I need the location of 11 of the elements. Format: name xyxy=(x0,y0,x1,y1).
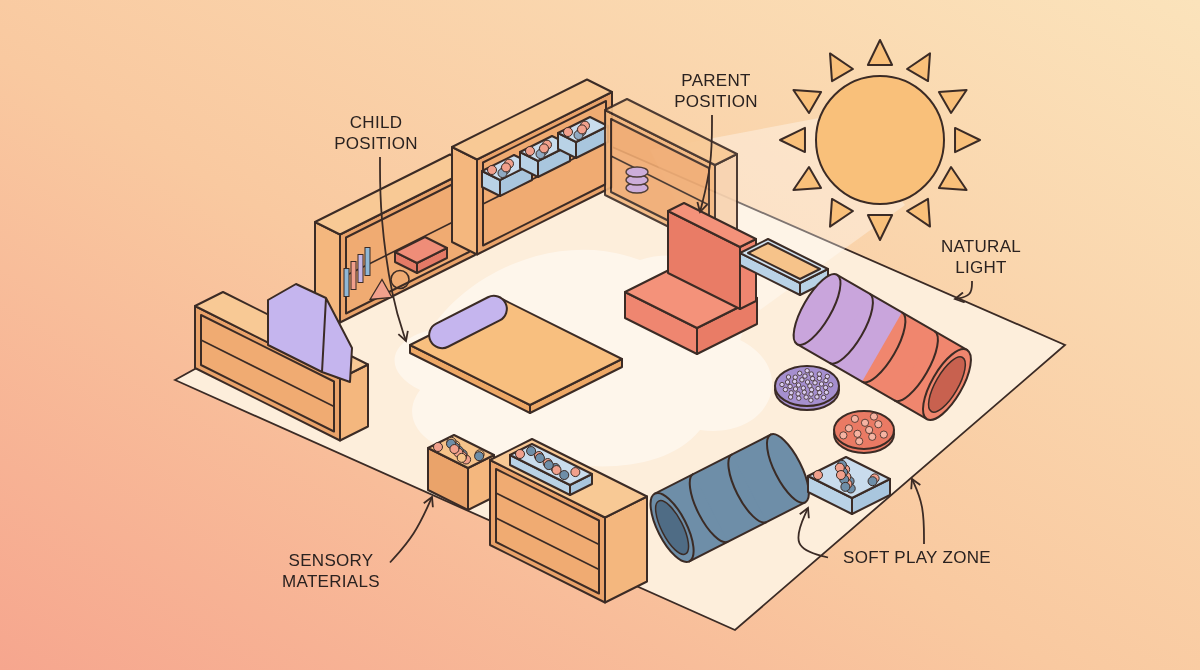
play-tunnel xyxy=(649,433,810,563)
callout-label: CHILD POSITION xyxy=(320,112,432,154)
leader-arrow xyxy=(954,280,973,304)
callout-label: SENSORY MATERIALS xyxy=(275,550,387,592)
callout-label: NATURAL LIGHT xyxy=(925,236,1037,278)
callout-label: PARENT POSITION xyxy=(660,70,772,112)
leader-arrow xyxy=(910,478,925,545)
callout-label: SOFT PLAY ZONE xyxy=(832,547,1002,568)
leader-arrow xyxy=(379,156,409,342)
leader-arrow xyxy=(696,114,713,213)
leader-arrow xyxy=(389,496,434,564)
